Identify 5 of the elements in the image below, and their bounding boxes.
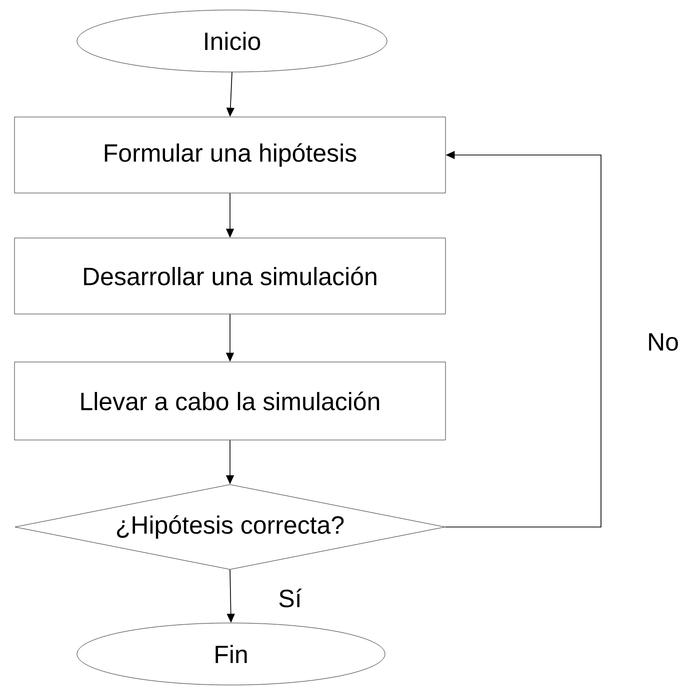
process-box: Llevar a cabo la simulación — [14, 362, 446, 440]
process-box: Desarrollar una simulación — [14, 238, 446, 314]
process-box: Formular una hipótesis — [14, 116, 446, 194]
edge-label: Sí — [279, 588, 302, 608]
edge-label: No — [649, 333, 678, 351]
